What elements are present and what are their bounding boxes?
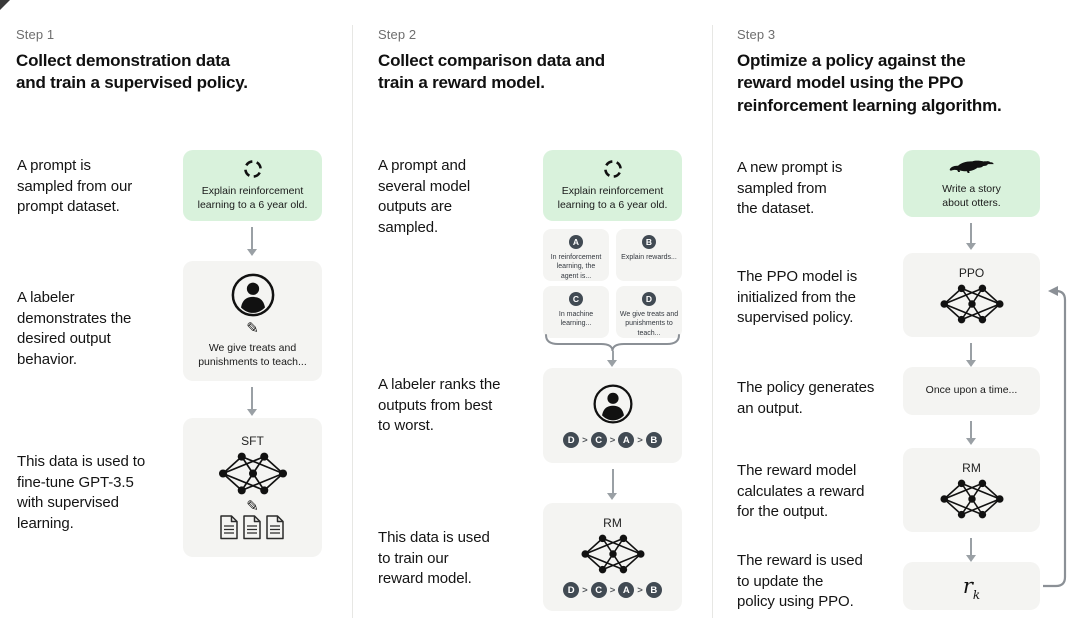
step3-caption-init: The PPO model is initialized from the su… [737, 268, 858, 327]
step3-title-line: Optimize a policy against the [737, 51, 966, 70]
rank-badge: A [618, 432, 635, 448]
pencil-icon: ✎ [246, 498, 259, 515]
down-arrow [246, 227, 257, 256]
network-icon [939, 284, 1004, 323]
step1-caption-prompt: A prompt is sampled from our prompt data… [17, 157, 133, 216]
answer-text: In reinforcement learning, the agent is.… [550, 253, 602, 280]
rank-badge: D [563, 582, 580, 598]
rm-label: RM [603, 516, 622, 530]
sft-box: SFT ✎ [183, 418, 322, 557]
prompt-box-step2: Explain reinforcement learning to a 6 ye… [543, 150, 682, 221]
answer-letter: B [642, 235, 656, 249]
prompt-text: Explain reinforcement learning to a 6 ye… [557, 185, 668, 211]
rank-badge: D [563, 432, 580, 448]
answer-box-c: C In machine learning... [543, 286, 609, 338]
step1-caption-labeler: A labeler demonstrates the desired outpu… [17, 289, 132, 369]
rank-badge: C [590, 432, 607, 448]
labeler-box-step1: ✎ We give treats and punishments to teac… [183, 261, 322, 381]
answer-text: Explain rewards... [621, 254, 677, 261]
answer-letter: D [642, 292, 656, 306]
sample-icon [243, 160, 262, 179]
documents-icon [219, 515, 284, 540]
prompt-box-step3: Write a story about otters. [903, 150, 1040, 217]
rank-badge: B [645, 582, 662, 598]
gt-symbol: > [582, 584, 588, 596]
network-icon [580, 534, 645, 574]
down-arrow [607, 351, 617, 367]
answer-box-b: B Explain rewards... [616, 229, 682, 281]
down-arrow [965, 538, 976, 562]
answer-box-d: D We give treats and punishments to teac… [616, 286, 682, 338]
step3-caption-output: The policy generates an output. [737, 379, 875, 417]
gt-symbol: > [582, 434, 588, 446]
step2-caption-prompt: A prompt and several model outputs are s… [378, 157, 471, 237]
sample-icon [603, 160, 622, 179]
step1-title-line: Collect demonstration data [16, 51, 230, 70]
reward-symbol: r k [963, 562, 980, 610]
network-icon [218, 452, 287, 495]
reward-k: k [972, 588, 981, 602]
gt-symbol: > [609, 434, 616, 446]
network-icon [939, 479, 1004, 518]
rm-label: RM [962, 460, 981, 475]
ranking-row: D > C > A > B [563, 432, 662, 448]
step3-caption-prompt: A new prompt is sampled from the dataset… [737, 159, 843, 218]
sft-label: SFT [241, 434, 264, 448]
answer-letter: A [569, 235, 583, 249]
brace [545, 334, 680, 352]
step1-label: Step 1 [16, 27, 55, 42]
column-divider [712, 25, 713, 618]
labeler-box-step2: D > C > A > B [543, 368, 682, 463]
step2-title-line: train a reward model. [378, 73, 545, 93]
step2-title: Collect comparison data and train a rewa… [378, 50, 678, 95]
step3-caption-reward: The reward model calculates a reward for… [737, 462, 865, 521]
rank-badge: C [590, 582, 607, 598]
rm-box-step2: RM D > C > A > B [543, 503, 682, 611]
step3-label: Step 3 [737, 27, 776, 42]
step2-caption-rm: This data is used to train our reward mo… [378, 529, 490, 588]
corner-artifact [0, 0, 10, 10]
prompt-box-step1: Explain reinforcement learning to a 6 ye… [183, 150, 322, 221]
down-arrow [246, 387, 257, 416]
down-arrow [965, 421, 976, 445]
rank-badge: B [645, 432, 662, 448]
step3-caption-update: The reward is used to update the policy … [737, 552, 863, 611]
rm-box-step3: RM [903, 448, 1040, 532]
step3-title: Optimize a policy against the reward mod… [737, 50, 1057, 117]
gt-symbol: > [637, 584, 643, 596]
gt-symbol: > [609, 584, 616, 596]
labeler-icon [592, 384, 633, 424]
step2-label: Step 2 [378, 27, 417, 42]
step2-title-line: Collect comparison data and [378, 51, 605, 70]
output-box: Once upon a time... [903, 367, 1040, 415]
column-divider [352, 25, 353, 618]
step3-title-line: reinforcement learning algorithm. [737, 95, 1002, 115]
output-text: Once upon a time... [925, 384, 1018, 397]
gt-symbol: > [637, 434, 643, 446]
labeler-demo-text: We give treats and punishments to teach.… [198, 342, 307, 368]
prompt-text: Explain reinforcement learning to a 6 ye… [197, 185, 308, 211]
down-arrow [607, 469, 617, 500]
reward-r: r [962, 574, 973, 598]
step2-caption-rank: A labeler ranks the outputs from best to… [378, 376, 501, 435]
step1-title: Collect demonstration data and train a s… [16, 50, 316, 95]
step1-caption-sft: This data is used to fine-tune GPT-3.5 w… [17, 453, 146, 533]
down-arrow [965, 223, 976, 250]
labeler-icon [231, 273, 274, 317]
ranking-row: D > C > A > B [563, 582, 662, 598]
pencil-icon: ✎ [246, 320, 259, 338]
prompt-text: Write a story about otters. [942, 182, 1001, 209]
answer-text: We give treats and punishments to teach.… [619, 310, 679, 337]
answer-text: In machine learning... [558, 311, 594, 328]
reward-box: r k [903, 562, 1040, 610]
step1-title-line: and train a supervised policy. [16, 73, 248, 93]
answer-box-a: A In reinforcement learning, the agent i… [543, 229, 609, 281]
ppo-box: PPO [903, 253, 1040, 337]
ppo-label: PPO [958, 265, 985, 280]
otter-icon [949, 160, 994, 173]
step3-title-line: reward model using the PPO [737, 73, 964, 93]
down-arrow [965, 343, 976, 367]
answer-letter: C [569, 292, 583, 306]
rank-badge: A [618, 582, 635, 598]
